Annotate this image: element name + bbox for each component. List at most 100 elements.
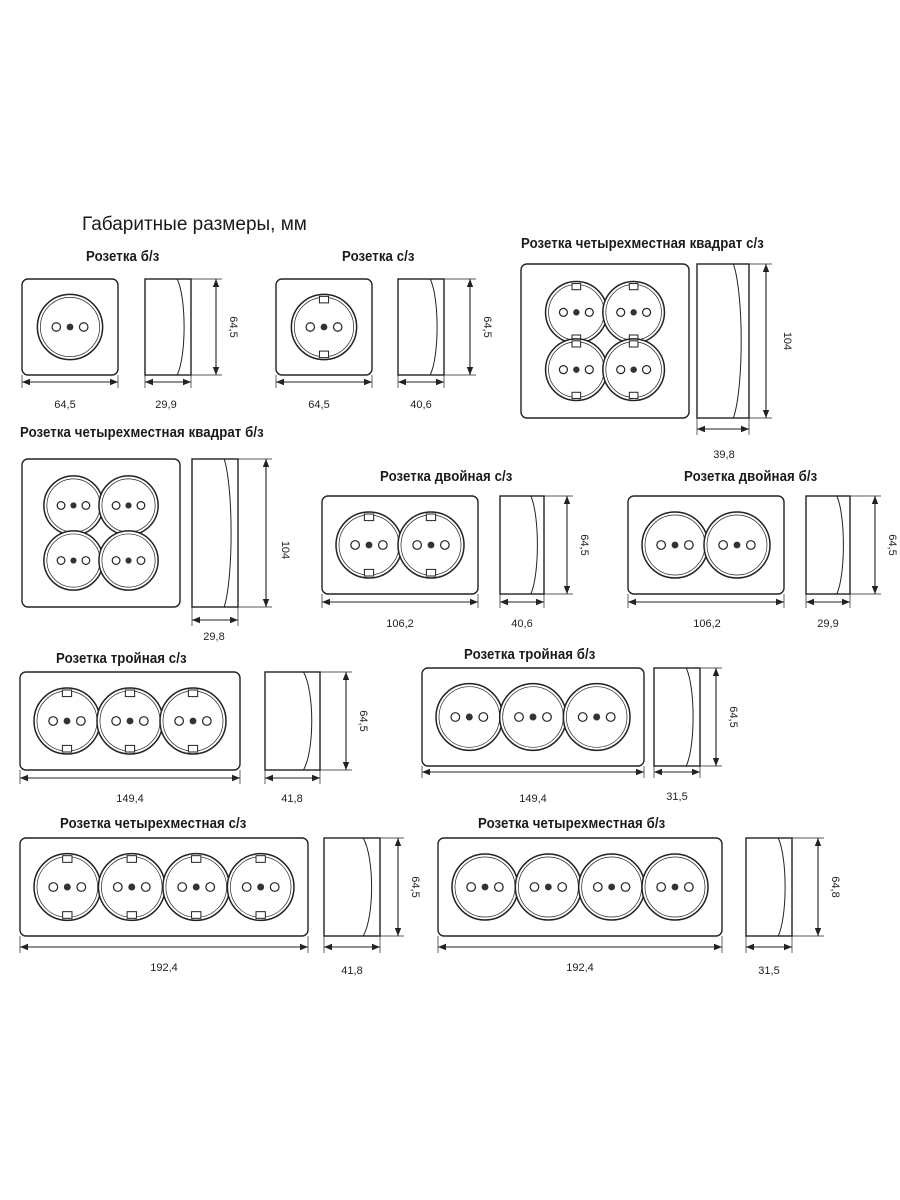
pin-hole-9-2-b bbox=[140, 882, 151, 892]
center-screw-4-3 bbox=[70, 557, 77, 564]
pin-hole-4-3-b bbox=[81, 556, 91, 565]
ground-clip-7-1-bottom bbox=[61, 744, 73, 753]
ground-clip-9-2-top bbox=[126, 855, 137, 863]
side-view-curve-6 bbox=[836, 495, 844, 595]
center-screw-4-2 bbox=[125, 502, 132, 509]
pin-hole-8-1-b bbox=[478, 712, 489, 722]
side-view-curve-3 bbox=[732, 263, 742, 419]
pin-hole-4-1-b bbox=[81, 501, 91, 510]
pin-hole-9-3-a bbox=[177, 882, 188, 892]
center-screw-9-1 bbox=[63, 883, 71, 891]
ground-clip-7-2-top bbox=[124, 689, 136, 698]
ground-clip-3-3-bottom bbox=[571, 391, 582, 399]
ground-clip-9-1-bottom bbox=[62, 911, 73, 919]
depth-label-1: 29,9 bbox=[155, 399, 176, 411]
pin-hole-8-1-a bbox=[450, 712, 461, 722]
side-view-6 bbox=[805, 495, 851, 595]
item-title-5: Розетка двойная с/з bbox=[380, 468, 513, 485]
item-title-8: Розетка тройная б/з bbox=[464, 646, 596, 663]
height-label-1: 64,5 bbox=[227, 316, 239, 337]
pin-hole-9-3-b bbox=[205, 882, 216, 892]
item-title-3: Розетка четырехместная квадрат с/з bbox=[521, 235, 764, 252]
side-view-10 bbox=[745, 837, 793, 937]
pin-hole-4-4-a bbox=[111, 556, 121, 565]
pin-hole-6-2-a bbox=[718, 540, 729, 550]
faceplate-3 bbox=[520, 263, 690, 419]
depth-label-8: 31,5 bbox=[666, 791, 687, 803]
height-label-7: 64,5 bbox=[357, 710, 369, 731]
center-screw-6-1 bbox=[671, 541, 679, 549]
ground-clip-3-2-top bbox=[628, 283, 639, 291]
pin-hole-10-3-a bbox=[592, 882, 603, 892]
ground-clip-9-3-top bbox=[191, 855, 202, 863]
side-view-curve-2 bbox=[429, 278, 438, 376]
width-label-5: 106,2 bbox=[386, 618, 414, 630]
item-title-4: Розетка четырехместная квадрат б/з bbox=[20, 424, 264, 441]
pin-hole-7-1-b bbox=[75, 716, 86, 726]
pin-hole-10-4-b bbox=[683, 882, 694, 892]
pin-hole-7-3-a bbox=[174, 716, 185, 726]
pin-hole-5-1-a bbox=[350, 540, 361, 550]
height-label-2: 64,5 bbox=[481, 316, 493, 337]
ground-clip-5-2-bottom bbox=[425, 568, 437, 577]
center-screw-10-1 bbox=[481, 883, 489, 891]
pin-hole-7-2-a bbox=[111, 716, 122, 726]
center-screw-4-4 bbox=[125, 557, 132, 564]
pin-hole-10-2-b bbox=[557, 882, 568, 892]
side-view-8 bbox=[653, 667, 701, 767]
pin-hole-6-1-b bbox=[683, 540, 694, 550]
item-title-9: Розетка четырехместная с/з bbox=[60, 815, 247, 832]
ground-clip-9-4-top bbox=[255, 855, 266, 863]
depth-label-6: 29,9 bbox=[817, 618, 838, 630]
ground-clip-3-4-top bbox=[628, 340, 639, 348]
height-label-5: 64,5 bbox=[578, 534, 590, 555]
ground-clip-5-1-bottom bbox=[363, 568, 375, 577]
ground-clip-7-3-bottom bbox=[187, 744, 199, 753]
pin-hole-5-2-b bbox=[439, 540, 450, 550]
pin-hole-2-1-a bbox=[305, 322, 316, 332]
socket-rim-10-4 bbox=[644, 856, 706, 918]
side-view-5 bbox=[499, 495, 545, 595]
item-title-1: Розетка б/з bbox=[86, 248, 160, 265]
ground-clip-7-1-top bbox=[61, 689, 73, 698]
center-screw-1-1 bbox=[66, 323, 74, 331]
center-screw-7-3 bbox=[189, 717, 197, 725]
pin-hole-8-3-a bbox=[577, 712, 588, 722]
pin-hole-9-4-b bbox=[269, 882, 280, 892]
pin-hole-10-1-a bbox=[466, 882, 477, 892]
item-title-6: Розетка двойная б/з bbox=[684, 468, 818, 485]
ground-clip-7-3-top bbox=[187, 689, 199, 698]
item-title-10: Розетка четырехместная б/з bbox=[478, 815, 666, 832]
height-label-10: 64,8 bbox=[829, 876, 841, 897]
pin-hole-5-1-b bbox=[377, 540, 388, 550]
pin-hole-9-1-b bbox=[76, 882, 87, 892]
ground-clip-9-3-bottom bbox=[191, 911, 202, 919]
page-title: Габаритные размеры, мм bbox=[82, 214, 307, 235]
pin-hole-7-3-b bbox=[201, 716, 212, 726]
width-label-10: 192,4 bbox=[566, 962, 594, 974]
socket-rim-8-3 bbox=[566, 686, 628, 748]
pin-hole-3-3-b bbox=[584, 365, 594, 375]
ground-clip-9-4-bottom bbox=[255, 911, 266, 919]
center-screw-3-2 bbox=[630, 309, 637, 316]
height-label-3: 104 bbox=[781, 332, 793, 350]
pin-hole-7-1-a bbox=[48, 716, 59, 726]
side-view-3 bbox=[696, 263, 750, 419]
pin-hole-1-1-a bbox=[51, 322, 62, 332]
center-screw-7-1 bbox=[63, 717, 71, 725]
item-title-7: Розетка тройная с/з bbox=[56, 650, 187, 667]
side-view-9 bbox=[323, 837, 381, 937]
pin-hole-3-2-a bbox=[616, 307, 626, 317]
pin-hole-6-2-b bbox=[745, 540, 756, 550]
pin-hole-4-2-b bbox=[136, 501, 146, 510]
center-screw-10-3 bbox=[608, 883, 616, 891]
height-label-6: 64,5 bbox=[886, 534, 898, 555]
center-screw-9-2 bbox=[128, 883, 136, 891]
depth-label-9: 41,8 bbox=[341, 965, 362, 977]
item-title-2: Розетка с/з bbox=[342, 248, 415, 265]
pin-hole-8-2-a bbox=[514, 712, 524, 722]
side-view-2 bbox=[397, 278, 445, 376]
depth-label-5: 40,6 bbox=[511, 618, 532, 630]
width-label-9: 192,4 bbox=[150, 962, 178, 974]
